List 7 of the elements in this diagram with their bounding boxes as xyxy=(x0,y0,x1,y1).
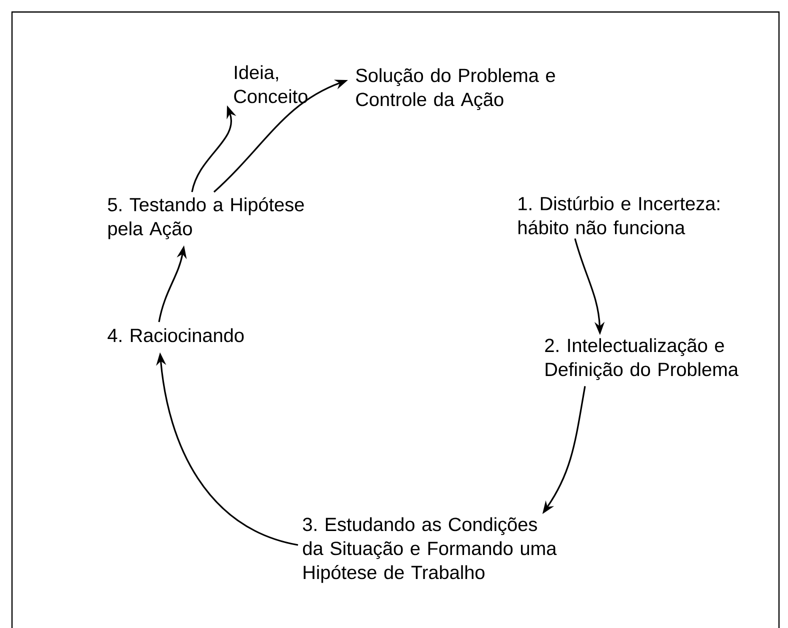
step-label: 3. Estudando as Condições da Situação e Formando uma Hipótese de Trabalho xyxy=(302,517,557,583)
step-label: 4. Raciocinando xyxy=(108,328,244,342)
step-label: Ideia, Conceito xyxy=(234,65,308,104)
step-label: 2. Intelectualização e Definição do Problema xyxy=(545,338,738,380)
step-label: 1. Distúrbio e Incerteza: hábito não funciona xyxy=(518,196,720,234)
step-label: Solução do Problema e Controle da Ação xyxy=(356,68,555,110)
step-label: 5. Testando a Hipótese pela Ação xyxy=(108,197,304,240)
